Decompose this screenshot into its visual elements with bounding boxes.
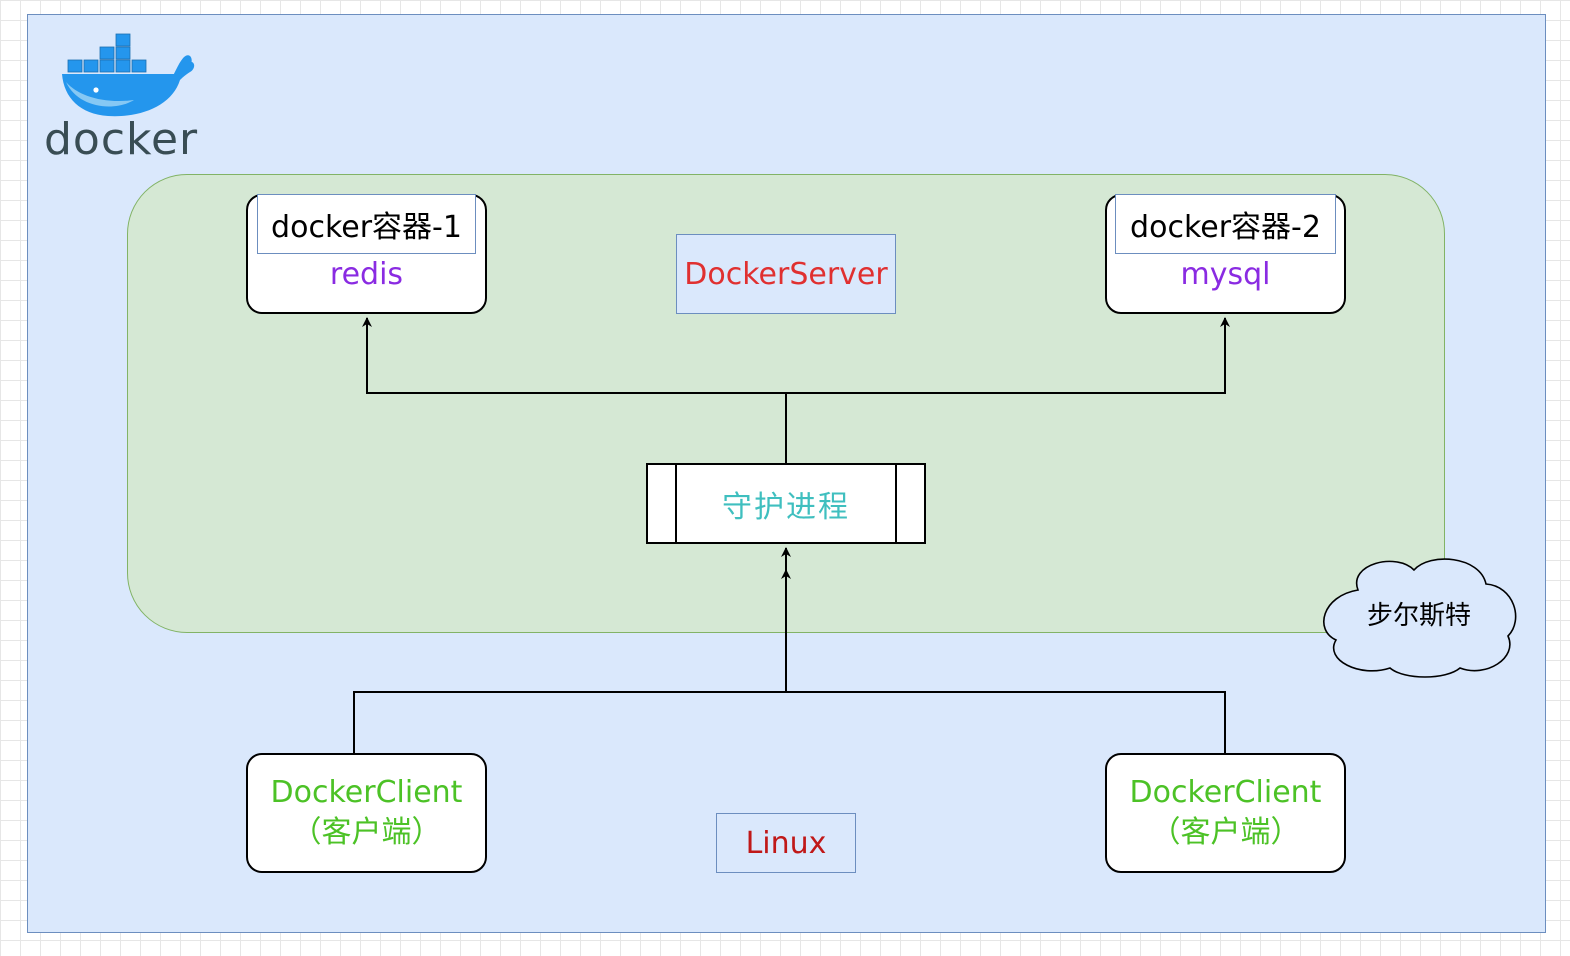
container-2-service: mysql	[1180, 256, 1271, 292]
client1-to-daemon-connector	[353, 547, 791, 753]
daemon-process-box[interactable]: 守护进程	[646, 463, 926, 544]
client-1-name: DockerClient	[270, 775, 463, 810]
docker-logo: docker	[44, 30, 199, 165]
client-2-card[interactable]: DockerClient （客户端）	[1105, 753, 1346, 873]
linux-label: Linux	[716, 813, 856, 873]
daemon-process-label: 守护进程	[722, 489, 850, 525]
docker-whale-icon	[62, 33, 195, 117]
cloud-icon	[1323, 558, 1517, 678]
client-1-card[interactable]: DockerClient （客户端）	[246, 753, 487, 873]
daemon-to-container1-connector	[362, 317, 787, 463]
container-1-header: docker容器-1	[257, 194, 476, 254]
client-1-role: （客户端）	[291, 815, 442, 850]
container-2-header: docker容器-2	[1115, 194, 1336, 254]
client-2-name: DockerClient	[1129, 775, 1322, 810]
client-2-role: （客户端）	[1150, 815, 1301, 850]
container-1-service: redis	[329, 256, 404, 292]
client2-to-daemon-connector	[786, 691, 1226, 753]
daemon-to-container2-connector	[786, 317, 1230, 394]
cloud-shape: 步尔斯特	[1318, 554, 1520, 678]
cloud-label: 步尔斯特	[1366, 600, 1471, 631]
docker-wordmark: docker	[44, 114, 199, 165]
docker-server-label: DockerServer	[676, 234, 896, 314]
